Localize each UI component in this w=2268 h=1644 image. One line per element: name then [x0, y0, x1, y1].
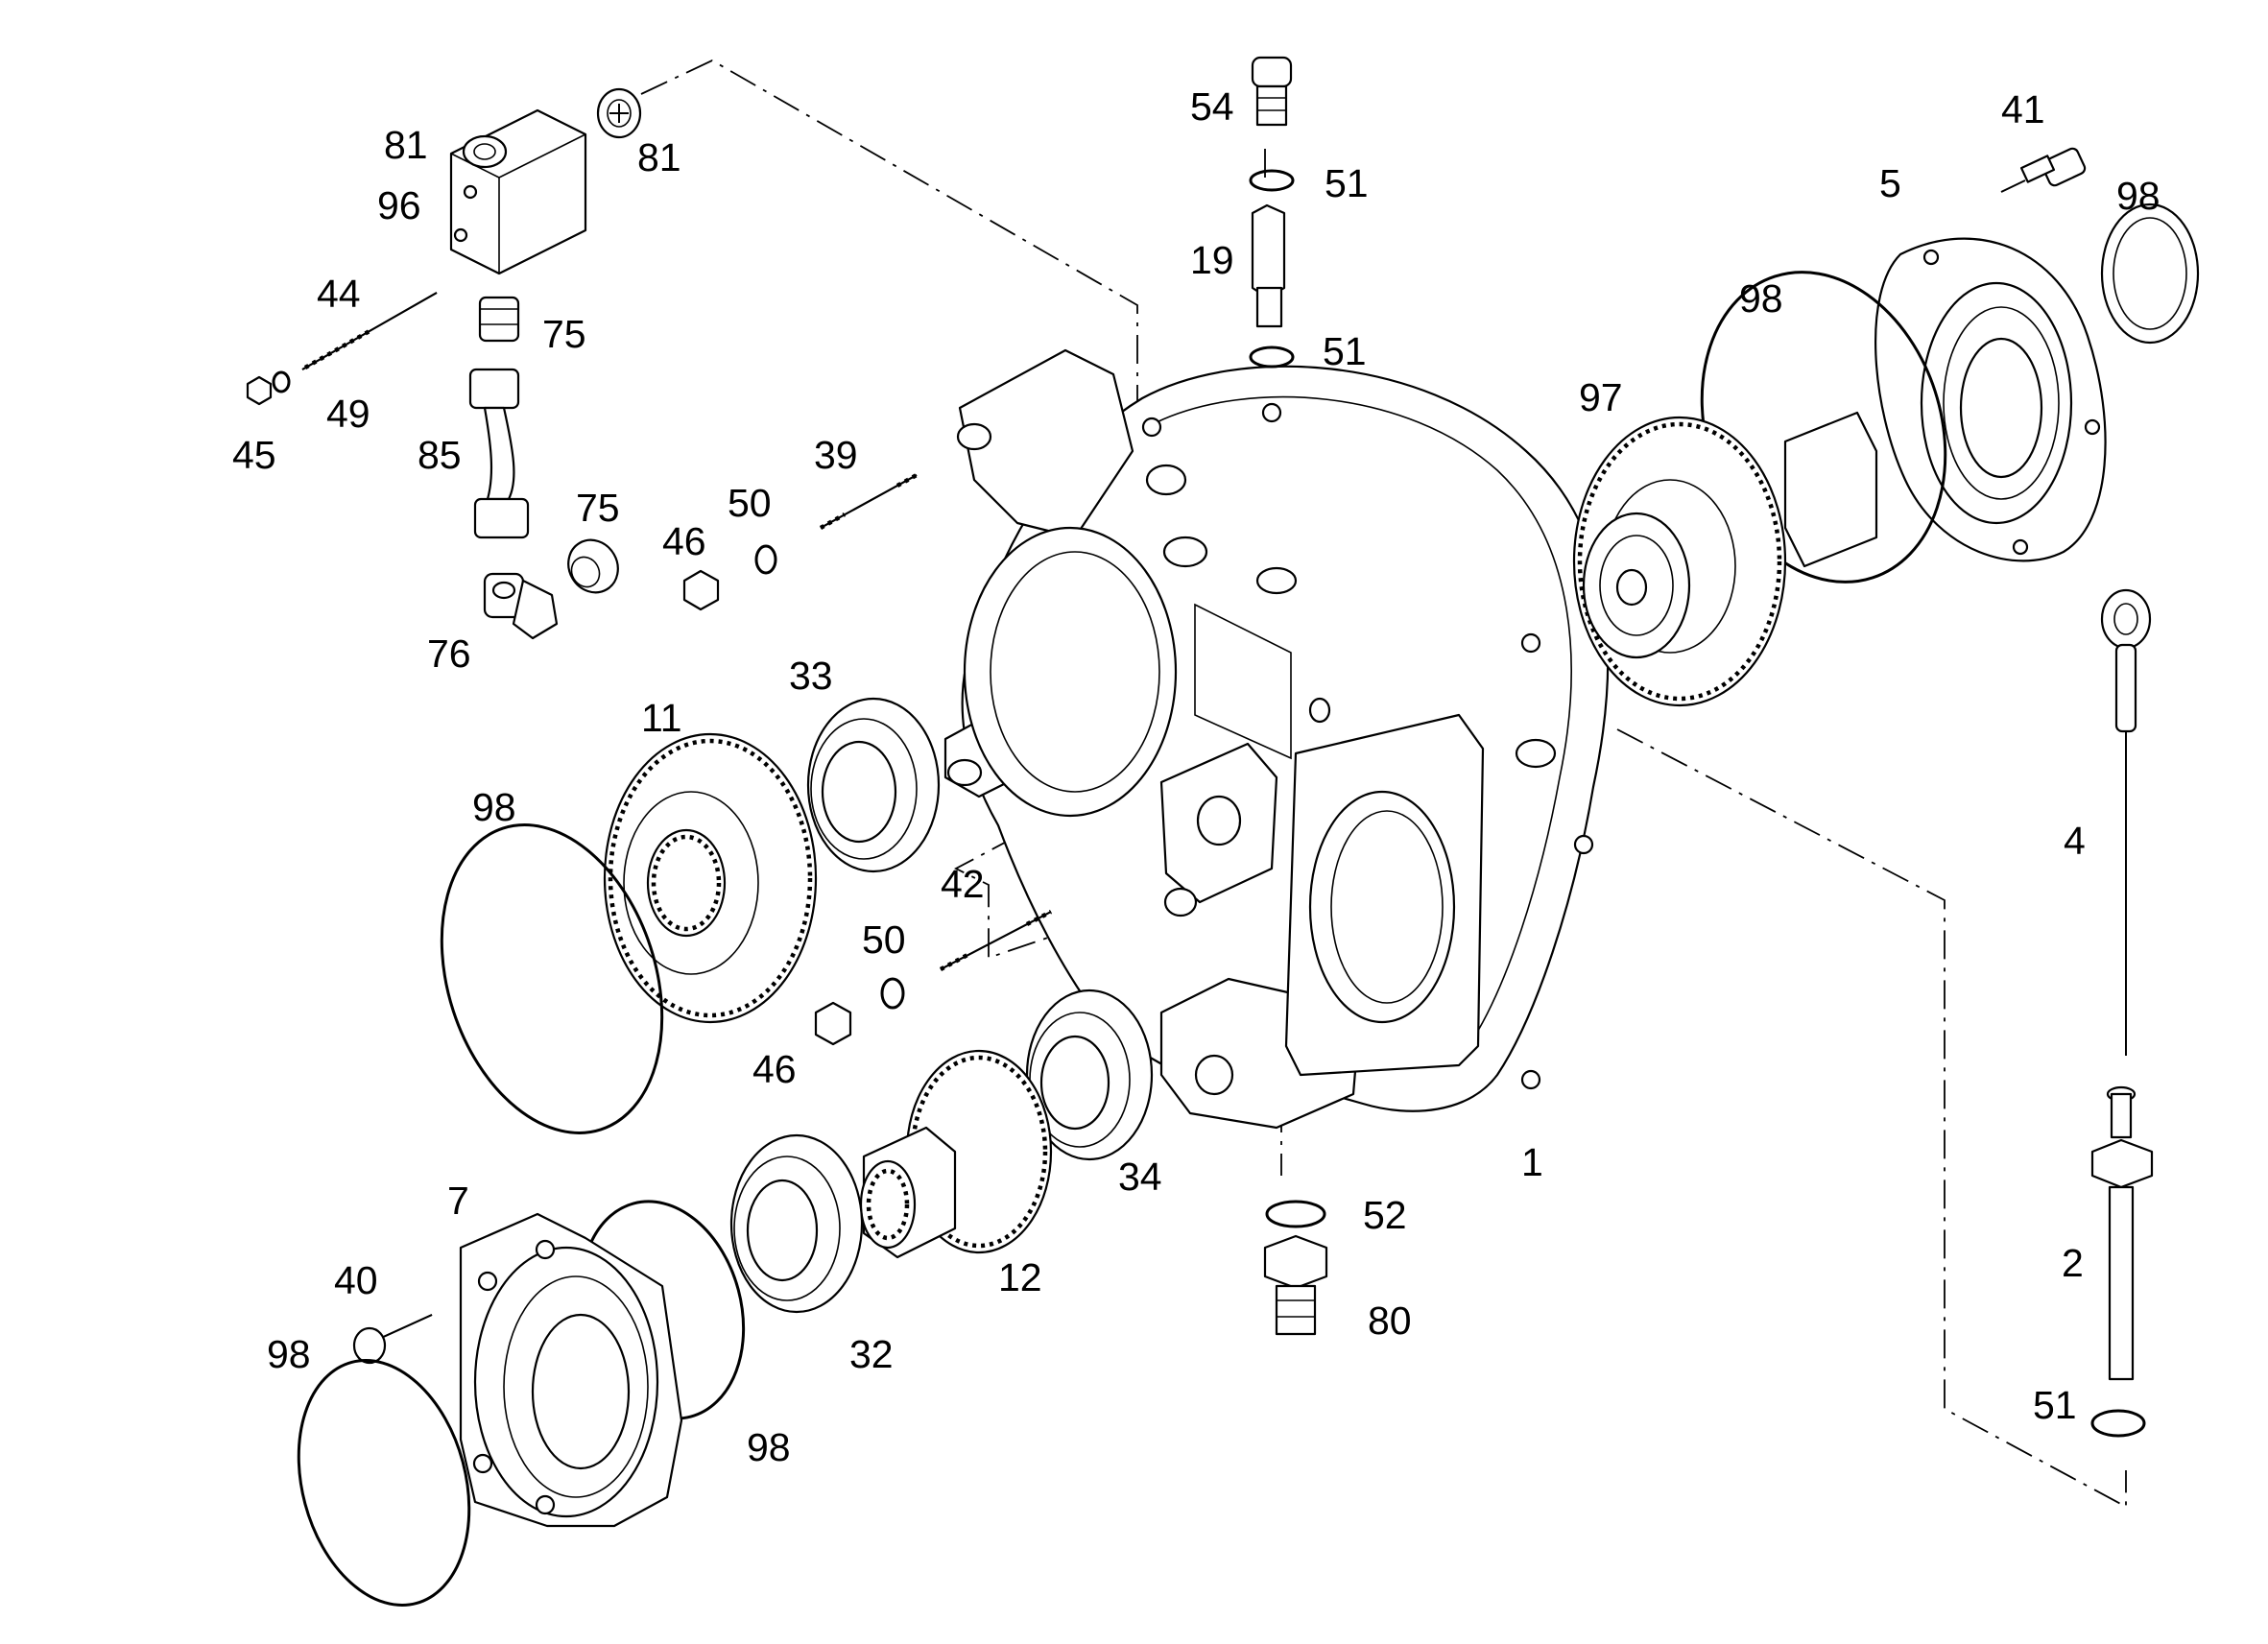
label-98: 98	[2116, 174, 2161, 218]
label-98: 98	[747, 1425, 791, 1469]
label-81: 81	[384, 123, 428, 167]
part-75-fitting-top	[478, 296, 520, 343]
part-2-tube	[2090, 1085, 2154, 1381]
label-5: 5	[1879, 161, 1901, 205]
part-50-washer-upper	[754, 544, 777, 575]
part-98-oring-bottom	[297, 1359, 471, 1607]
label-98: 98	[267, 1332, 311, 1376]
part-80-plug	[1263, 1234, 1328, 1336]
label-80: 80	[1368, 1299, 1412, 1343]
part-42-stud	[939, 910, 1053, 971]
label-4: 4	[2064, 819, 2086, 863]
part-41-screw	[2000, 147, 2087, 193]
part-81-valve-block	[449, 108, 587, 275]
label-51: 51	[1323, 329, 1367, 373]
label-50: 50	[728, 481, 772, 525]
label-42: 42	[941, 862, 985, 906]
part-51-oring-bottom	[2090, 1409, 2146, 1438]
label-46: 46	[752, 1047, 797, 1091]
part-75-fitting-lower	[567, 538, 619, 594]
label-19: 19	[1190, 238, 1234, 282]
label-12: 12	[998, 1255, 1042, 1299]
label-50: 50	[862, 917, 906, 962]
part-45-nut	[246, 375, 273, 406]
part-40-screw	[352, 1314, 433, 1365]
label-98: 98	[472, 785, 516, 829]
label-75: 75	[576, 486, 620, 530]
part-49-washer	[272, 370, 291, 393]
label-75: 75	[542, 312, 586, 356]
label-81: 81	[637, 135, 681, 179]
part-76-elbow	[483, 572, 559, 640]
label-11: 11	[641, 696, 682, 740]
part-12-gear	[859, 1049, 1053, 1259]
label-98: 98	[1739, 276, 1783, 321]
part-19-adapter	[1251, 203, 1286, 328]
label-49: 49	[326, 392, 370, 436]
label-7: 7	[447, 1179, 469, 1223]
label-39: 39	[814, 433, 858, 477]
part-51-oring-mid	[1249, 345, 1295, 369]
label-40: 40	[334, 1258, 378, 1302]
label-85: 85	[418, 433, 462, 477]
label-33: 33	[789, 654, 833, 698]
label-52: 52	[1363, 1193, 1407, 1237]
part-54-breather	[1251, 56, 1293, 127]
label-2: 2	[2062, 1241, 2084, 1285]
label-44: 44	[317, 272, 361, 316]
label-51: 51	[2033, 1383, 2077, 1427]
label-41: 41	[2001, 87, 2045, 131]
label-96: 96	[377, 183, 421, 227]
label-51: 51	[1325, 161, 1369, 205]
part-46-nut-upper	[682, 569, 720, 611]
label-45: 45	[232, 433, 276, 477]
part-52-seal	[1265, 1200, 1326, 1228]
part-labels: 54 51 19 51 41 5 98 98 97 81 96 81 44 75…	[232, 84, 2161, 1469]
label-32: 32	[849, 1332, 894, 1376]
part-51-oring-top	[1249, 169, 1295, 192]
part-98-seal-top	[2100, 203, 2200, 345]
part-4-dipstick	[2100, 588, 2152, 1056]
part-97-gear-shaft	[1572, 411, 1878, 707]
part-7-cover	[459, 1212, 683, 1528]
label-46: 46	[662, 519, 706, 563]
label-34: 34	[1118, 1155, 1162, 1199]
label-97: 97	[1579, 375, 1623, 419]
part-11-gear	[603, 732, 818, 1024]
housing-part-1	[943, 348, 1610, 1130]
part-46-nut-lower	[814, 1001, 852, 1046]
part-39-stud	[819, 473, 919, 530]
label-76: 76	[427, 631, 471, 676]
label-1: 1	[1521, 1140, 1543, 1184]
label-54: 54	[1190, 84, 1234, 129]
part-44-bolt	[301, 292, 438, 370]
part-32-bearing	[729, 1133, 864, 1314]
part-50-washer-lower	[880, 977, 905, 1010]
part-98-oring-left	[440, 823, 664, 1134]
part-5-cover	[1874, 237, 2107, 562]
part-81-plug	[596, 87, 642, 139]
part-33-bearing	[806, 697, 941, 873]
part-85-pipe	[468, 368, 530, 539]
